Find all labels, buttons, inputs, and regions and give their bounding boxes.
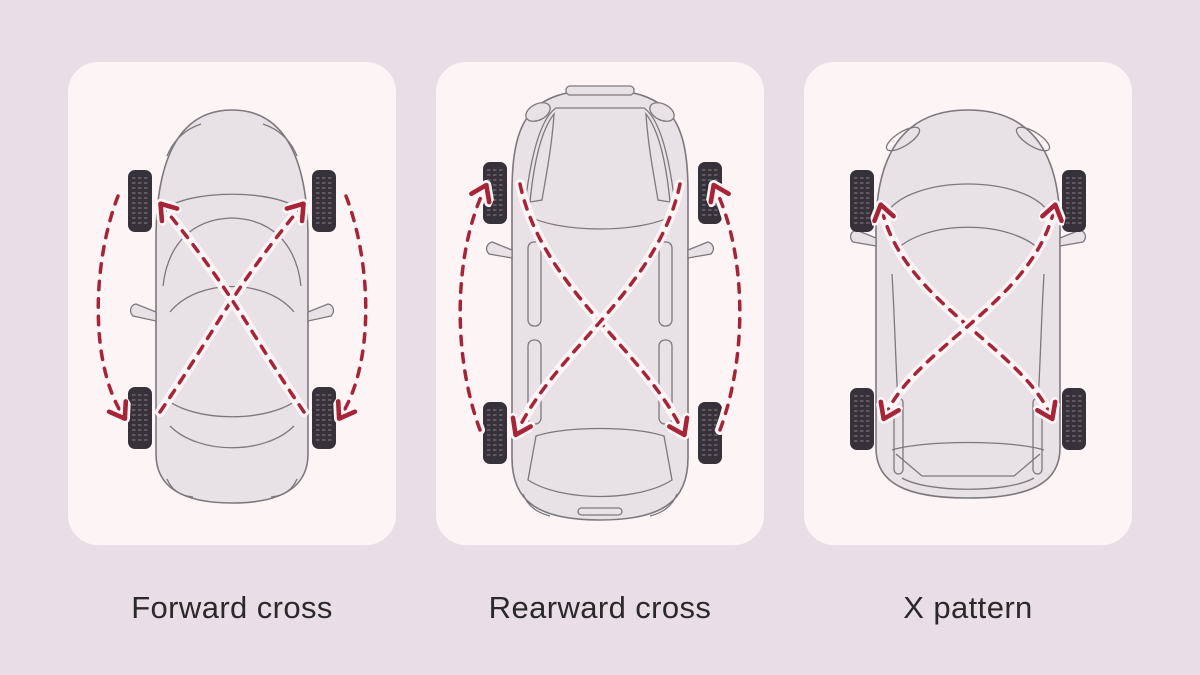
right-headlight xyxy=(262,123,298,157)
left-mirror xyxy=(485,241,513,259)
a-pillar-left xyxy=(529,111,555,203)
diagonal-to-rear-left-arrow xyxy=(518,179,685,430)
tire-rear-right xyxy=(1061,387,1087,451)
windshield xyxy=(523,107,677,215)
right-mirror xyxy=(307,303,335,322)
panel-forward-cross xyxy=(68,62,396,545)
rear-window xyxy=(527,427,673,498)
left-headlight xyxy=(525,102,551,122)
right-outer-arrow xyxy=(342,191,371,414)
tire-front-left xyxy=(127,169,153,233)
tire-front-left xyxy=(849,169,875,233)
left-headlight xyxy=(885,126,921,152)
rear-bumper-line xyxy=(901,477,1035,490)
front-right-rear-left-swap-arrow xyxy=(886,210,1054,414)
roof-rail-left-front xyxy=(527,241,542,327)
left-headlight xyxy=(166,123,202,157)
tire-front-right xyxy=(311,169,337,233)
left-outer-arrow xyxy=(93,191,122,414)
windshield-base xyxy=(169,286,295,313)
caption-x-pattern: X pattern xyxy=(903,590,1033,625)
car-top-view-crossover xyxy=(849,109,1087,499)
caption-rearward-cross: Rearward cross xyxy=(488,590,712,625)
trunk-corner-left xyxy=(166,478,194,498)
diagonal-to-front-right-arrow xyxy=(155,208,300,417)
right-mirror xyxy=(687,241,715,259)
rear-corner-left xyxy=(522,493,551,517)
forward-cross-diagram xyxy=(93,109,371,504)
tire-rear-left xyxy=(127,386,153,450)
rear-corner-right xyxy=(649,493,678,517)
front-roof-strip xyxy=(565,85,635,96)
rear-handle xyxy=(577,507,623,516)
panel-rearward-cross xyxy=(436,62,764,545)
windshield xyxy=(162,217,302,287)
rear-hatch xyxy=(895,453,1041,477)
windshield-base xyxy=(523,213,677,230)
rear-window-bottom xyxy=(169,425,295,449)
tire-front-right xyxy=(1061,169,1087,233)
rear-slit-left xyxy=(893,397,904,475)
tire-rear-left xyxy=(482,401,508,465)
diagonal-to-rear-right-arrow xyxy=(515,179,682,430)
x-pattern-diagram xyxy=(849,109,1087,499)
left-mirror xyxy=(849,229,877,247)
right-headlight xyxy=(1015,126,1051,152)
a-pillar-right xyxy=(645,111,671,203)
right-headlight xyxy=(649,102,675,122)
rear-slit-right xyxy=(1032,397,1043,475)
panel-x-pattern xyxy=(804,62,1132,545)
left-mirror xyxy=(129,303,157,322)
tire-rear-right xyxy=(311,386,337,450)
rearward-cross-diagram xyxy=(455,85,745,521)
caption-forward-cross: Forward cross xyxy=(131,590,333,625)
left-outer-arrow xyxy=(455,190,484,435)
diagonal-to-front-left-arrow xyxy=(164,208,309,417)
right-outer-arrow xyxy=(716,190,745,435)
right-mirror xyxy=(1059,229,1087,247)
spoiler-line xyxy=(891,441,1045,451)
tire-rear-left xyxy=(849,387,875,451)
roof-rail-right-front xyxy=(658,241,673,327)
rear-window-top xyxy=(164,397,300,418)
car-top-view-minivan xyxy=(485,85,715,521)
trunk-corner-right xyxy=(270,478,298,498)
